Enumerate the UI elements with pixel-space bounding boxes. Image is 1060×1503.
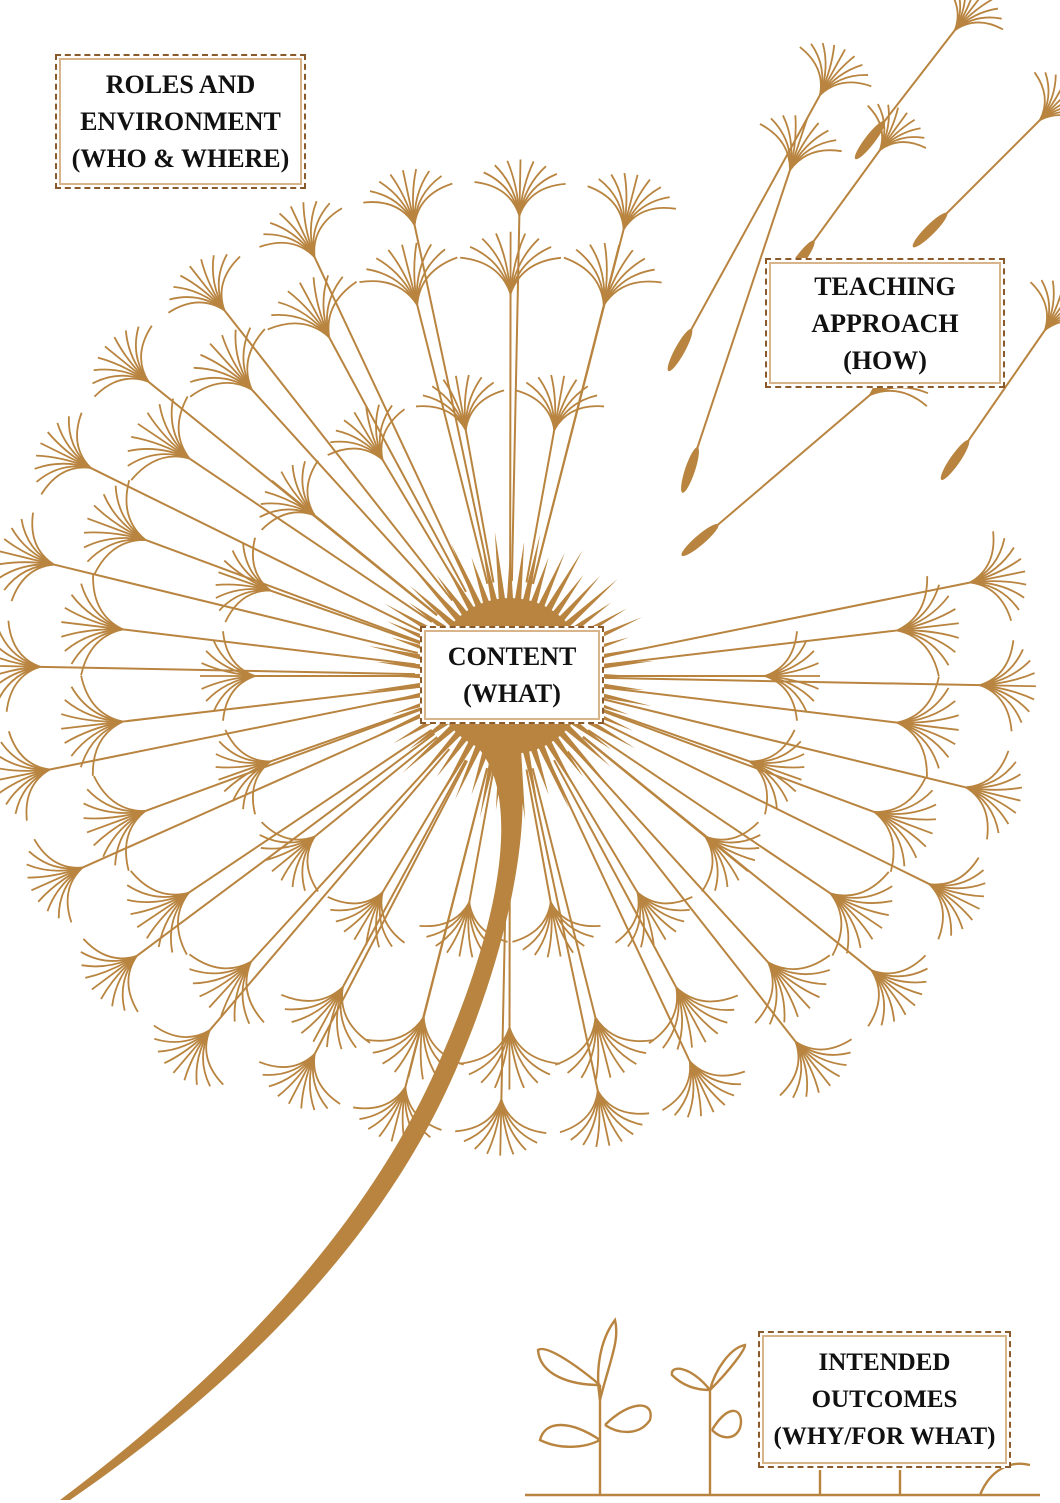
dandelion-stem xyxy=(60,735,523,1500)
content-label: CONTENT (WHAT) xyxy=(420,626,604,724)
teaching-line-2: APPROACH xyxy=(811,308,959,338)
roles-environment-label: ROLES AND ENVIRONMENT (WHO & WHERE) xyxy=(55,54,306,189)
roles-line-3: (WHO & WHERE) xyxy=(71,144,290,173)
content-line-1: CONTENT xyxy=(447,642,577,671)
content-line-2: (WHAT) xyxy=(463,679,561,708)
intended-outcomes-label: INTENDED OUTCOMES (WHY/FOR WHAT) xyxy=(758,1331,1011,1468)
roles-line-2: ENVIRONMENT xyxy=(80,107,281,136)
teaching-line-1: TEACHING xyxy=(814,271,956,301)
outcomes-line-1: INTENDED xyxy=(818,1349,951,1376)
outcomes-line-2: OUTCOMES xyxy=(811,1386,958,1413)
roles-line-1: ROLES AND xyxy=(105,70,256,99)
dandelion-seed-icon xyxy=(0,159,1036,1156)
teaching-line-3: (HOW) xyxy=(843,345,927,375)
seedling-icon xyxy=(525,1317,1040,1497)
teaching-approach-label: TEACHING APPROACH (HOW) xyxy=(765,258,1005,388)
outcomes-line-3: (WHY/FOR WHAT) xyxy=(773,1423,996,1450)
flying-seeds xyxy=(667,0,1060,557)
